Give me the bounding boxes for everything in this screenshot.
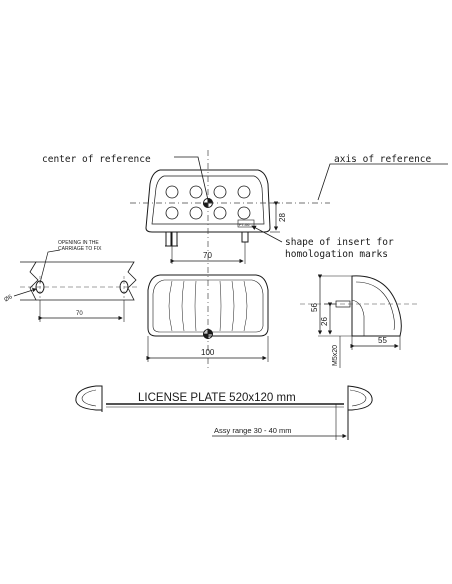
shape-of-insert-label: shape of insert for bbox=[285, 237, 394, 248]
assy-range-label: Assy range 30 - 40 mm bbox=[214, 426, 292, 435]
axis-of-reference-label: axis of reference bbox=[334, 154, 432, 165]
dim-70-left: 70 bbox=[76, 311, 83, 317]
led-array bbox=[165, 185, 251, 220]
license-plate-label: LICENSE PLATE 520x120 mm bbox=[138, 392, 296, 404]
left-lamp-profile bbox=[75, 385, 103, 412]
right-lamp-profile bbox=[347, 385, 373, 440]
center-of-reference-label: center of reference bbox=[42, 154, 151, 165]
opening-label-line2: CARRIAGE TO FIX bbox=[58, 246, 102, 252]
homologation-insert bbox=[237, 219, 255, 228]
homologation-marks-label: homologation marks bbox=[285, 249, 388, 260]
mounting-opening-detail bbox=[13, 249, 140, 322]
insert-mark-label: FT-06 bbox=[239, 222, 250, 227]
front-view bbox=[147, 274, 269, 340]
dim-26: 26 bbox=[320, 317, 329, 326]
license-plate bbox=[106, 403, 344, 408]
dim-100: 100 bbox=[201, 348, 215, 357]
hole-diameter-label: Ø6 bbox=[4, 294, 15, 304]
side-view bbox=[324, 275, 402, 337]
dim-55: 55 bbox=[378, 336, 387, 345]
dim-70-top: 70 bbox=[203, 251, 212, 260]
opening-label-line1: OPENING IN THE bbox=[58, 240, 99, 246]
dim-m5x20: M5x20 bbox=[332, 345, 339, 366]
dim-56: 56 bbox=[310, 303, 319, 312]
dim-28: 28 bbox=[278, 213, 287, 222]
